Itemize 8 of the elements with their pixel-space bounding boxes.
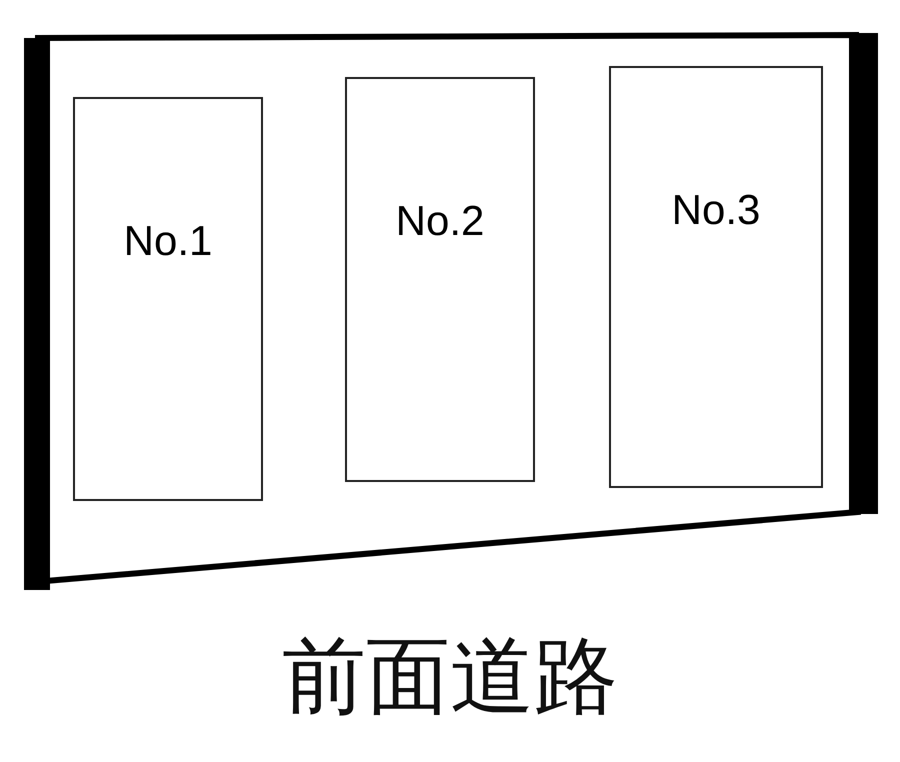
- site-boundary: [22, 31, 880, 593]
- lot-box: [609, 66, 823, 488]
- lot-box: [73, 97, 263, 501]
- lot-number: No.2: [396, 197, 484, 245]
- lot-number: No.1: [124, 217, 212, 265]
- road-label: 前面道路: [282, 626, 618, 727]
- lot-box: [345, 77, 535, 482]
- lot-number: No.3: [672, 186, 760, 234]
